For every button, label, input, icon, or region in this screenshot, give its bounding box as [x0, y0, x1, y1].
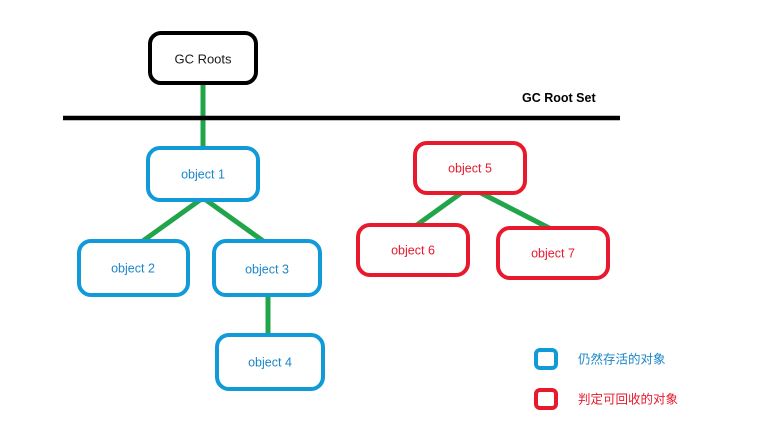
edge-object1-object2 [138, 197, 202, 246]
node-object-7-label: object 7 [531, 246, 575, 260]
node-object-7[interactable]: object 7 [496, 226, 610, 280]
node-object-5[interactable]: object 5 [413, 141, 527, 195]
legend: 仍然存活的对象 判定可回收的对象 [534, 348, 678, 410]
node-gc-roots-box [148, 31, 258, 85]
node-object-7-box [496, 226, 610, 280]
node-object-5-label: object 5 [448, 161, 492, 175]
node-object-3-box [212, 239, 322, 297]
node-object-2[interactable]: object 2 [77, 239, 190, 297]
node-object-2-box [77, 239, 190, 297]
edge-object5-object6 [412, 188, 466, 230]
node-object-6-label: object 6 [391, 243, 435, 257]
node-object-4[interactable]: object 4 [215, 333, 325, 391]
node-object-4-label: object 4 [248, 355, 292, 369]
node-gc-roots-label: GC Roots [174, 51, 232, 66]
node-object-6-box [356, 223, 470, 277]
node-object-1-label: object 1 [181, 167, 225, 181]
edge-group [138, 83, 555, 337]
node-object-5-box [413, 141, 527, 195]
node-object-3-label: object 3 [245, 262, 289, 276]
node-object-6[interactable]: object 6 [356, 223, 470, 277]
node-object-1[interactable]: object 1 [146, 146, 260, 202]
legend-label-dead: 判定可回收的对象 [578, 392, 678, 407]
node-gc-roots[interactable]: GC Roots [148, 31, 258, 85]
edge-object5-object7 [475, 188, 555, 233]
edge-object1-object3 [204, 197, 268, 246]
legend-item-alive: 仍然存活的对象 [534, 348, 666, 370]
legend-item-dead: 判定可回收的对象 [534, 388, 678, 410]
node-object-3[interactable]: object 3 [212, 239, 322, 297]
legend-swatch-dead-icon [534, 388, 558, 410]
node-object-4-box [215, 333, 325, 391]
node-object-1-box [146, 146, 260, 202]
node-object-2-label: object 2 [111, 261, 155, 275]
gc-root-set-label: GC Root Set [522, 91, 596, 105]
legend-swatch-alive-icon [534, 348, 558, 370]
legend-label-alive: 仍然存活的对象 [578, 352, 666, 367]
